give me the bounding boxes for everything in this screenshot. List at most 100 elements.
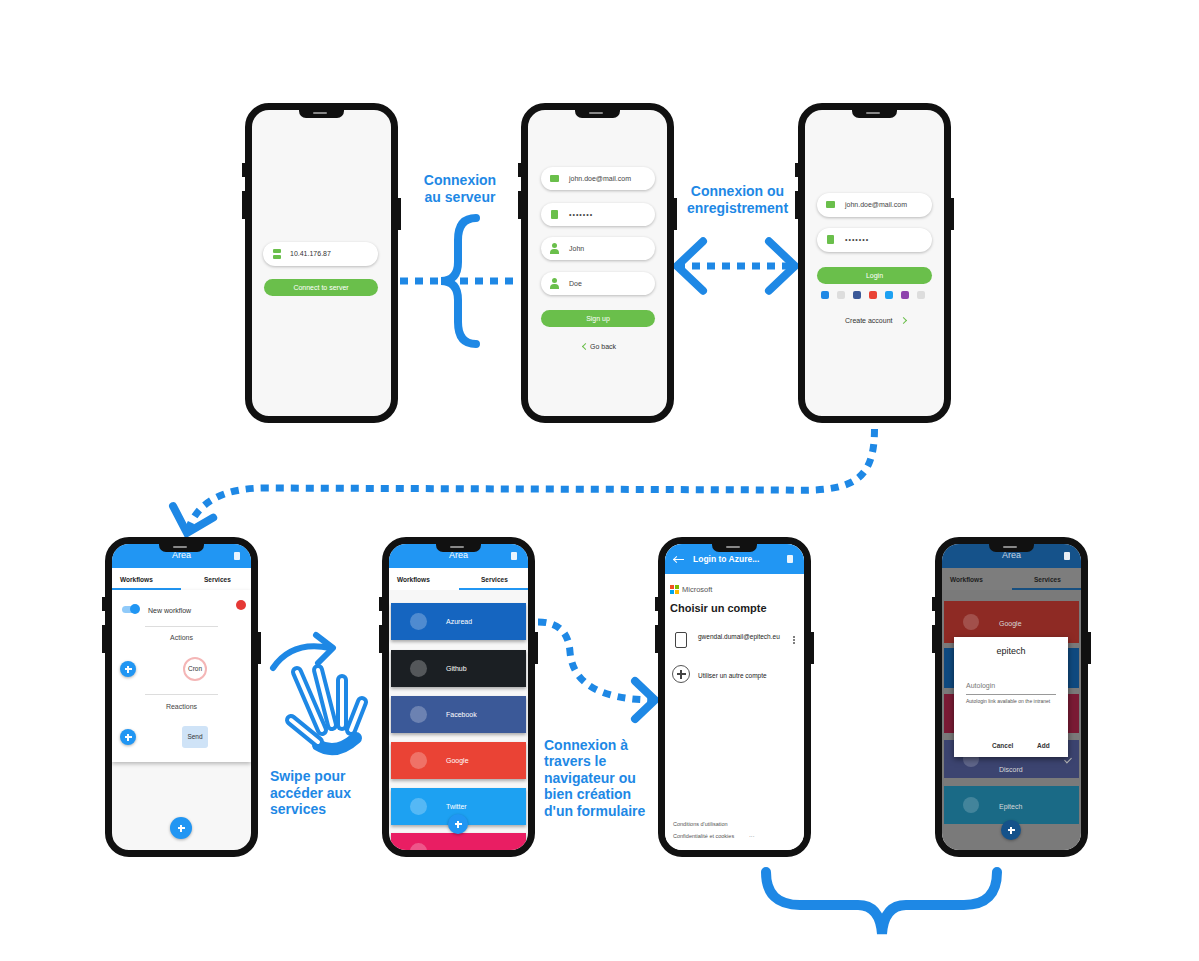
screen-text: 10.41.176.87 — [290, 248, 370, 259]
screen-text: john.doe@mail.com — [845, 199, 925, 210]
divider — [145, 694, 218, 695]
screen-text: Actions — [112, 632, 251, 643]
phone-speaker — [726, 546, 740, 548]
screen-text: Services — [481, 574, 526, 585]
annotation-label: Swipe pour accéder aux services — [270, 768, 370, 818]
delete-icon — [236, 600, 246, 610]
screen-text: Login to Azure... — [693, 554, 783, 565]
phone-speaker — [173, 546, 187, 548]
phone-speaker — [313, 112, 327, 114]
dotted-connector — [677, 263, 795, 270]
phone-screen: AreaWorkflows ServicesAzureadGithubFacebo… — [382, 537, 535, 857]
input-field — [817, 228, 932, 252]
screen-text: Area — [112, 550, 251, 561]
screen-text: Confidentialité et cookies — [673, 832, 748, 840]
service-icon — [410, 843, 427, 857]
dotted-connector — [400, 278, 519, 285]
dotted-connector — [187, 429, 875, 533]
screen-text: Workflows — [397, 574, 447, 585]
account-icon — [675, 632, 687, 648]
input-field — [541, 272, 655, 295]
screen-text: Area — [942, 550, 1081, 561]
screen-text: Sign up — [541, 313, 655, 324]
arrow-head — [635, 681, 655, 719]
screen-text: Azuread — [446, 616, 516, 627]
lock-icon — [551, 210, 558, 219]
trash-icon — [234, 552, 240, 560]
toggle-knob — [130, 604, 140, 614]
screen-text: Github — [446, 663, 516, 674]
mail-icon — [550, 175, 559, 182]
screen-text: Go back — [590, 341, 640, 352]
service-icon — [963, 797, 979, 813]
social-login-icon — [917, 291, 925, 299]
screen-text: New workflow — [148, 605, 218, 616]
flow-arrow — [677, 241, 795, 290]
screen-text: Workflows — [120, 574, 170, 585]
screen-text: Cron — [180, 663, 210, 674]
screen-text: gwendal.dumail@epitech.eu — [698, 633, 783, 641]
flow-arrow — [538, 622, 655, 719]
screen-text: Services — [204, 574, 249, 585]
phone-screen: Login to Azure...MicrosoftChoisir un com… — [658, 537, 811, 857]
person-icon — [552, 278, 557, 283]
trash-icon — [1064, 552, 1070, 560]
annotation-label: Connexion à travers le navigateur ou bie… — [544, 737, 652, 820]
phone-screen: AreaWorkflows ServicesNew workflowActions… — [105, 537, 258, 857]
screen-text: ··· — [749, 832, 769, 840]
input-field — [541, 237, 655, 260]
phone-speaker — [866, 112, 880, 114]
phone-screen: 10.41.176.87Connect to server — [245, 103, 398, 423]
screen-text: Google — [999, 618, 1049, 629]
arrow-head — [769, 241, 795, 290]
screen-text: Facebook — [446, 709, 516, 720]
screen-text: Choisir un compte — [670, 601, 800, 615]
tab-underline — [459, 588, 528, 590]
plus-icon — [457, 821, 459, 828]
divider — [145, 626, 218, 627]
social-login-icon — [837, 291, 845, 299]
mail-icon — [826, 201, 835, 208]
microsoft-logo — [675, 590, 679, 594]
phone-screen: AreaWorkflowsServicesGoogleepitechAutolo… — [935, 537, 1088, 857]
screen-text: Epitech — [999, 801, 1049, 812]
input-field — [541, 203, 655, 226]
screen-text: Twitter — [446, 801, 516, 812]
chevron-icon — [582, 343, 589, 350]
social-login-icon — [853, 291, 861, 299]
plus-icon — [127, 734, 129, 741]
menu-dot — [793, 636, 795, 638]
swipe-hand-icon — [273, 635, 362, 749]
service-icon — [410, 706, 427, 723]
lock-icon — [827, 235, 834, 244]
microsoft-logo — [675, 585, 679, 589]
plus-icon — [180, 825, 182, 832]
phone-speaker — [450, 546, 464, 548]
microsoft-logo — [670, 590, 674, 594]
person-icon — [550, 284, 559, 289]
trash-icon — [787, 555, 793, 563]
phone-speaker — [1003, 546, 1017, 548]
screen-text: Add — [1037, 740, 1057, 751]
menu-dot — [793, 642, 795, 644]
curly-brace — [766, 872, 997, 934]
person-icon — [552, 243, 557, 248]
arrow-head — [173, 506, 213, 533]
plus-icon — [680, 670, 682, 679]
screen-text: Workflows — [950, 574, 1000, 585]
phone-screen: john.doe@mail.com•••••••LoginCreate acco… — [798, 103, 951, 423]
server-icon — [273, 255, 281, 259]
plus-icon — [1010, 827, 1012, 834]
screen-text: Area — [389, 550, 528, 561]
phone-screen: john.doe@mail.com•••••••JohnDoeSign upGo… — [521, 103, 674, 423]
microsoft-logo — [670, 585, 674, 589]
social-login-icon — [821, 291, 829, 299]
service-icon — [410, 613, 427, 630]
flow-arrow — [400, 281, 519, 282]
phone-speaker — [589, 112, 603, 114]
service-icon — [410, 660, 427, 677]
screen-text: John — [569, 243, 649, 254]
flow-arrow — [173, 429, 874, 533]
screen-text: john.doe@mail.com — [569, 173, 649, 184]
screen-text: ••••••• — [845, 234, 925, 245]
